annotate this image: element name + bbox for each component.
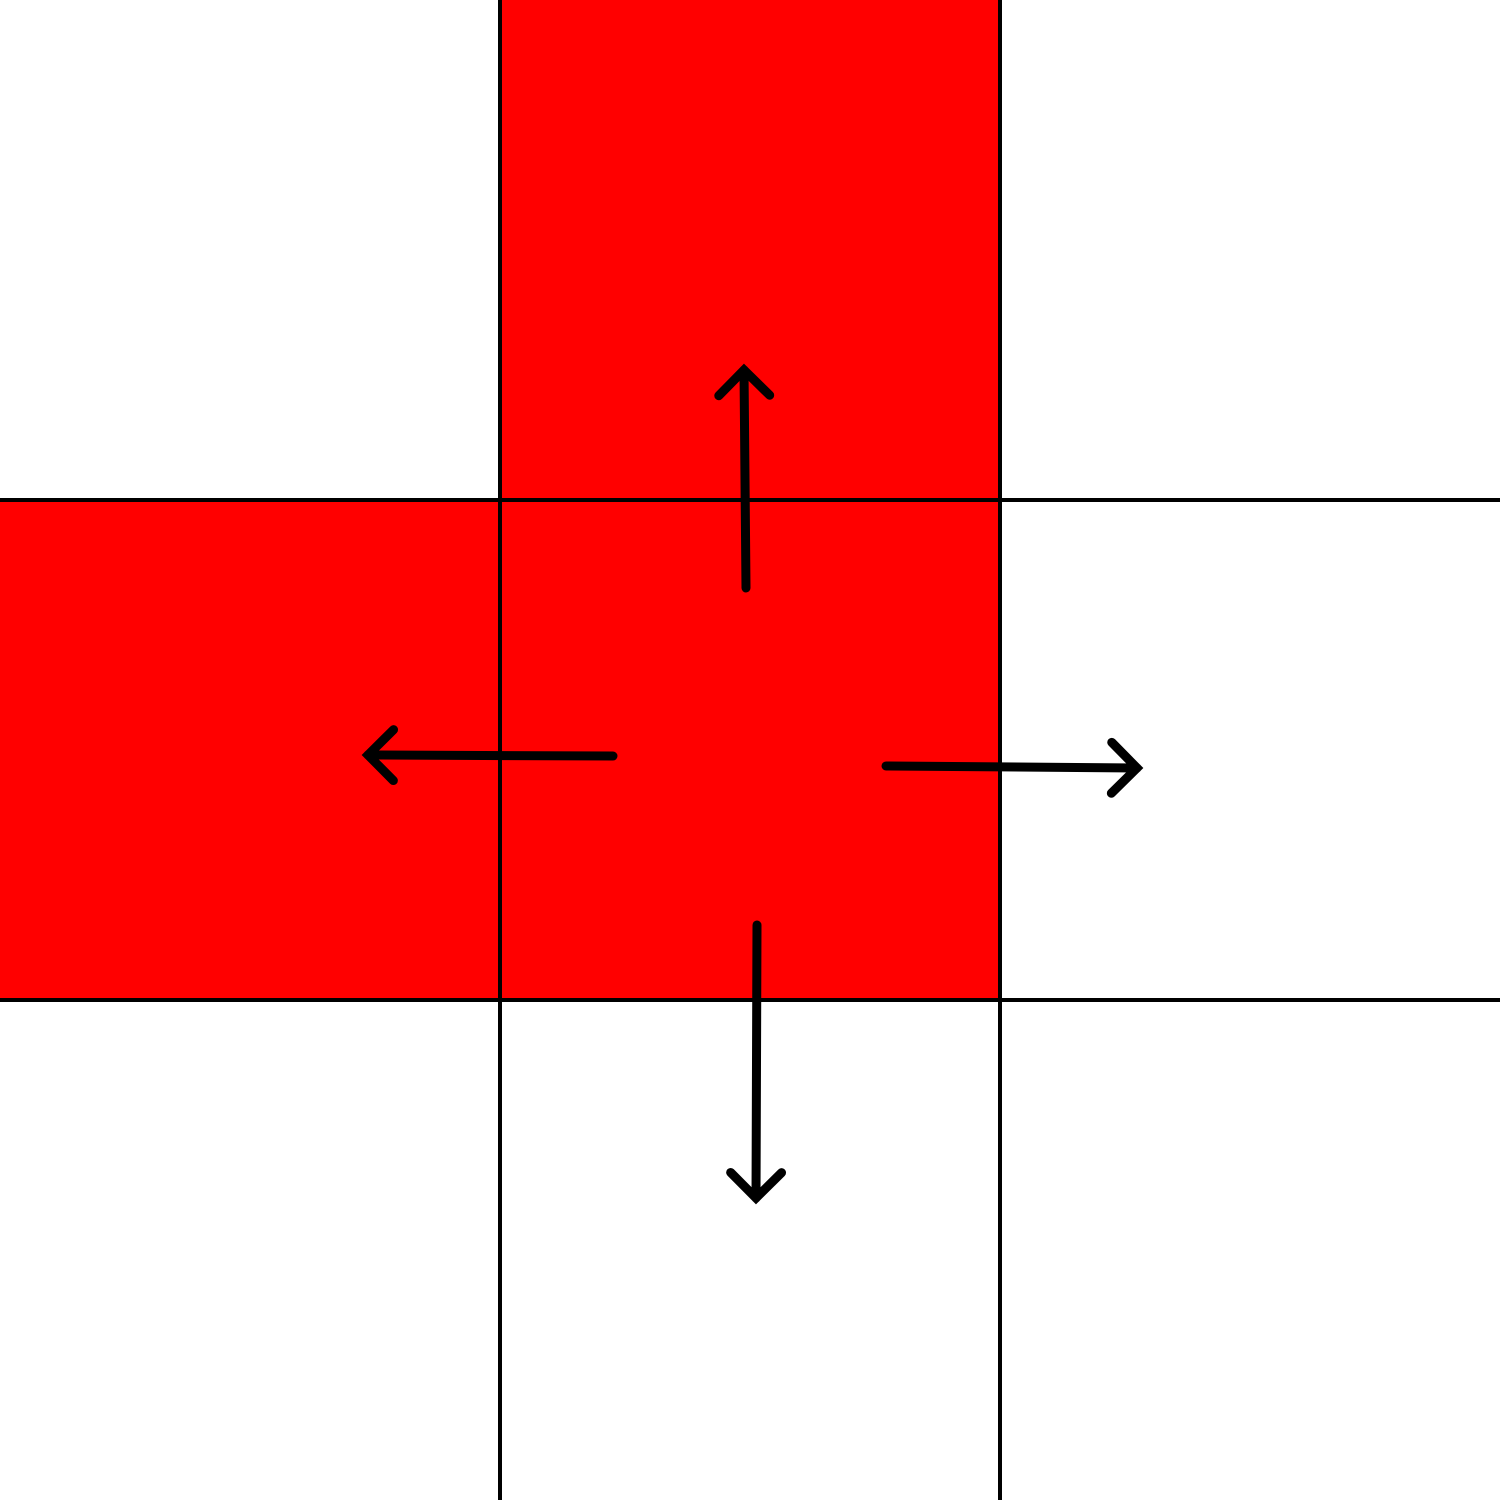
- arrow-down-icon: [726, 920, 787, 1205]
- empty-cell-2-2: [1000, 1000, 1500, 1500]
- empty-cell-1-2: [1000, 500, 1500, 1000]
- arrow-right-shaft: [881, 761, 1142, 773]
- empty-cell-0-2: [1000, 0, 1500, 500]
- arrow-down-head: [726, 1167, 787, 1205]
- arrow-up-shaft: [739, 365, 751, 593]
- filled-cell-0-1: [500, 0, 1000, 500]
- arrow-up-icon: [714, 363, 775, 593]
- arrow-right-icon: [881, 737, 1144, 798]
- arrow-left-icon: [361, 725, 618, 786]
- arrow-up-head: [714, 363, 775, 401]
- arrow-left-head: [361, 725, 399, 786]
- empty-cell-2-1: [500, 1000, 1000, 1500]
- arrow-down-shaft: [751, 920, 762, 1203]
- filled-cell-1-0: [0, 500, 500, 1000]
- empty-cell-2-0: [0, 1000, 500, 1500]
- direction-arrows: [361, 363, 1144, 1205]
- arrow-right-head: [1106, 737, 1144, 798]
- empty-cell-0-0: [0, 0, 500, 500]
- arrow-left-shaft: [363, 750, 618, 761]
